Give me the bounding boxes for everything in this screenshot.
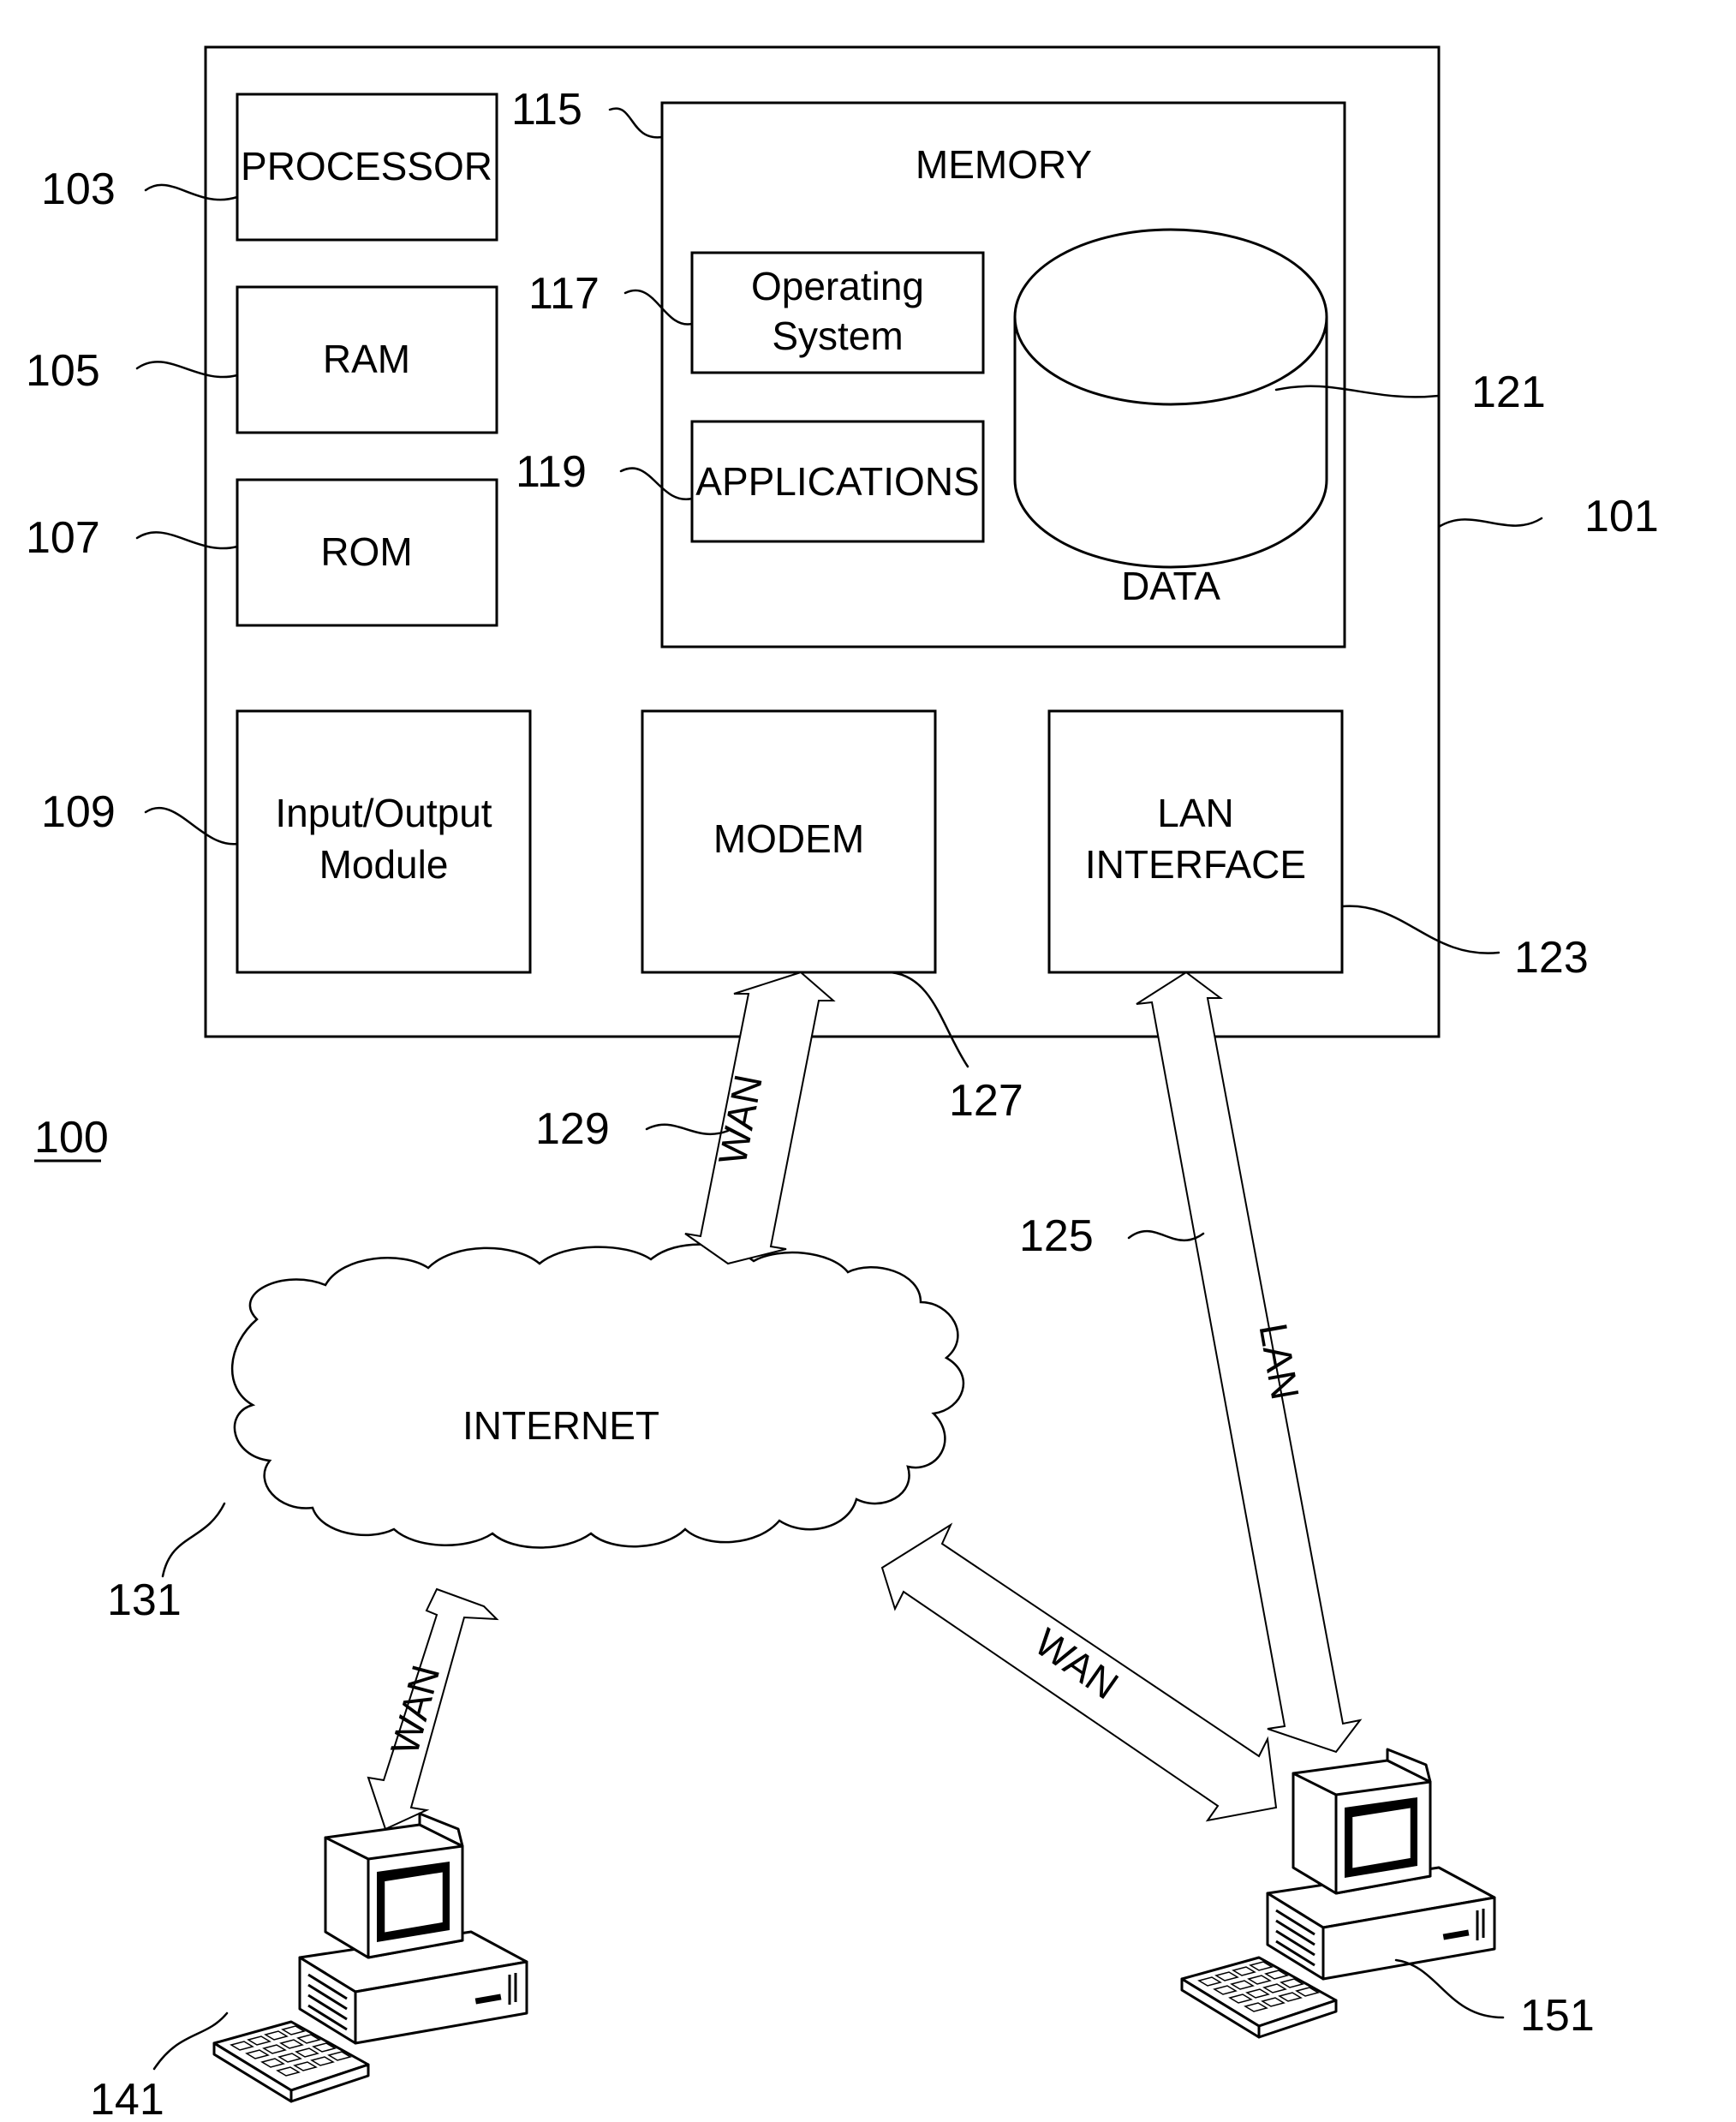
- ram-label: RAM: [323, 337, 410, 381]
- ref-131: 131: [107, 1575, 182, 1625]
- io-label-line2: Module: [319, 842, 449, 887]
- computer-icon: [214, 1814, 527, 2101]
- internet-cloud: [232, 1245, 963, 1548]
- ref-141: 141: [90, 2075, 164, 2122]
- ref-129: 129: [535, 1104, 610, 1154]
- lan-interface-label-line1: LAN: [1157, 791, 1233, 835]
- internet-label: INTERNET: [462, 1403, 659, 1448]
- svg-text:100: 100: [34, 1113, 109, 1163]
- wan-link-terminal-151: WAN: [882, 1525, 1276, 1820]
- wan-link-terminal-141: WAN: [368, 1589, 497, 1829]
- ref-117: 117: [528, 269, 600, 319]
- rom-block: ROM: [237, 480, 497, 625]
- modem-block: MODEM: [642, 711, 935, 972]
- io-module-block: Input/Output Module: [237, 711, 530, 972]
- ref-151: 151: [1520, 1991, 1595, 2041]
- rom-label: ROM: [320, 529, 412, 574]
- os-label-line2: System: [772, 314, 903, 358]
- ram-block: RAM: [237, 287, 497, 433]
- processor-label: PROCESSOR: [241, 144, 492, 188]
- lan-interface-label-line2: INTERFACE: [1085, 842, 1306, 887]
- applications-label: APPLICATIONS: [695, 459, 979, 504]
- ref-101: 101: [1584, 492, 1659, 541]
- ref-121: 121: [1471, 368, 1546, 417]
- ref-127: 127: [949, 1076, 1023, 1126]
- modem-label: MODEM: [713, 816, 864, 861]
- ref-123: 123: [1514, 933, 1589, 983]
- os-label-line1: Operating: [751, 264, 924, 308]
- terminal-141: [214, 1814, 527, 2101]
- processor-block: PROCESSOR: [237, 94, 497, 240]
- ref-107: 107: [26, 513, 100, 563]
- ref-103: 103: [41, 164, 116, 214]
- ref-119: 119: [516, 447, 587, 497]
- io-label-line1: Input/Output: [275, 791, 492, 835]
- data-label: DATA: [1121, 564, 1220, 608]
- figure-number: 100: [34, 1113, 109, 1163]
- ref-125: 125: [1019, 1211, 1094, 1261]
- ref-115: 115: [511, 85, 582, 134]
- lan-interface-block: LAN INTERFACE: [1049, 711, 1342, 972]
- operating-system-block: Operating System: [692, 253, 983, 373]
- applications-block: APPLICATIONS: [692, 421, 983, 541]
- ref-105: 105: [26, 346, 100, 396]
- ref-109: 109: [41, 787, 116, 837]
- lan-link: LAN: [1136, 972, 1360, 1752]
- memory-label: MEMORY: [916, 142, 1092, 187]
